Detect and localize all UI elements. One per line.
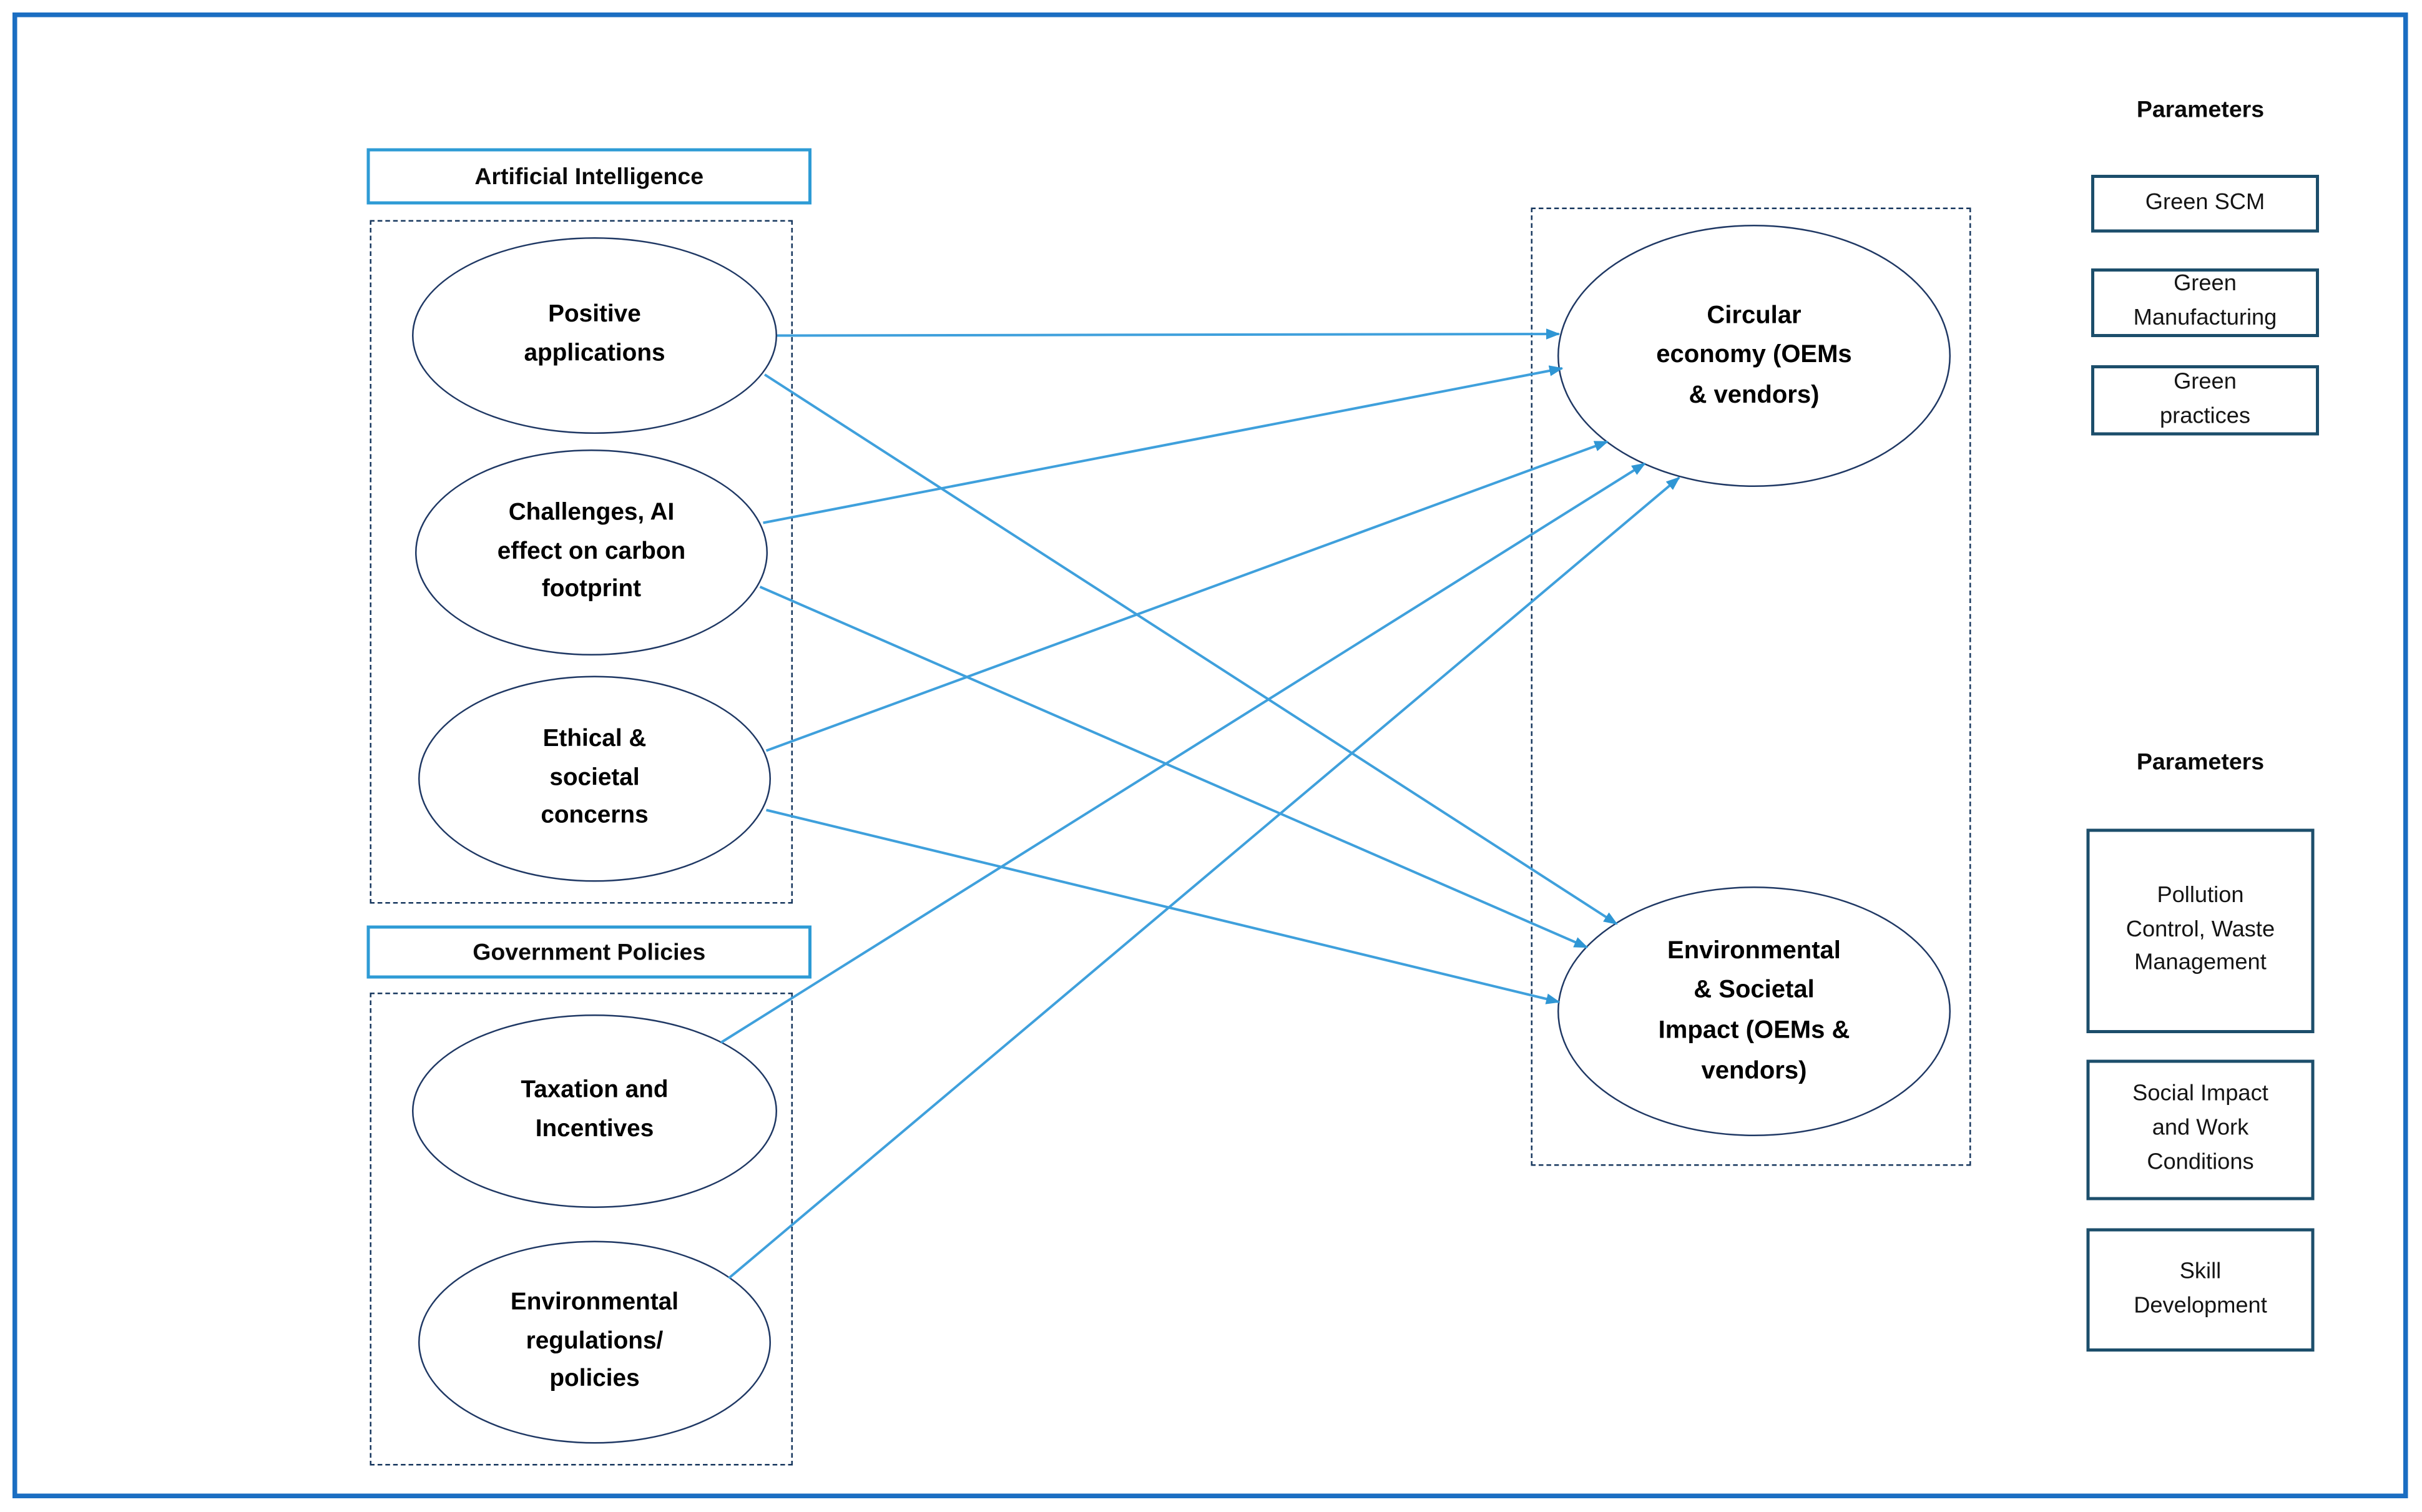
parameters-title-top: Parameters: [2136, 97, 2265, 124]
group-label-text: Artificial Intelligence: [474, 163, 704, 190]
node-environmental-regulations-policies: Environmental regulations/policies: [418, 1240, 771, 1444]
text-line: effect on carbon: [497, 538, 686, 564]
text-line: regulations/: [526, 1327, 664, 1354]
text-line: Green: [2174, 369, 2237, 395]
text-line: Positive: [548, 302, 641, 328]
text-line: applications: [524, 340, 665, 367]
text-line: economy (OEMs: [1656, 342, 1852, 369]
text-line: Manufacturing: [2133, 306, 2277, 331]
text-line: Environmental: [1667, 938, 1841, 965]
parameters-title-bottom: Parameters: [2136, 749, 2265, 776]
text-line: Green SCM: [2145, 190, 2265, 215]
text-line: Impact (OEMs &: [1658, 1018, 1850, 1044]
text-line: Ethical &: [542, 725, 647, 752]
param-box-green-scm: Green SCM: [2091, 175, 2319, 233]
text-line: vendors): [1701, 1057, 1807, 1084]
text-line: concerns: [541, 802, 649, 830]
text-line: policies: [549, 1366, 640, 1393]
text-line: Social Impact: [2132, 1082, 2268, 1107]
text-line: Environmental: [510, 1289, 679, 1315]
param-box-green-practices: Green practices: [2091, 365, 2319, 436]
text-line: Management: [2134, 951, 2267, 976]
node-ethical-societal-concerns: Ethical & societal concerns: [418, 675, 771, 882]
text-line: Conditions: [2147, 1150, 2254, 1176]
node-positive-applications: Positive applications: [412, 237, 777, 434]
text-line: Control, Waste: [2125, 917, 2275, 943]
text-line: Incentives: [535, 1116, 654, 1143]
text-line: Pollution: [2157, 883, 2244, 908]
text-line: practices: [2159, 403, 2251, 429]
node-challenges-ai-carbon-footprint: Challenges, AI effect on carbon footprint: [415, 449, 768, 655]
text-line: & Societal: [1694, 978, 1815, 1004]
group-label-text: Government Policies: [473, 938, 706, 966]
group-label-artificial-intelligence: Artificial Intelligence: [366, 148, 811, 205]
text-line: Skill: [2179, 1259, 2222, 1284]
text-line: Taxation and: [521, 1077, 669, 1104]
text-line: Challenges, AI: [508, 499, 675, 526]
node-circular-economy: Circular economy (OEMs & vendors): [1557, 225, 1951, 487]
text-line: Development: [2134, 1293, 2267, 1318]
text-line: Circular: [1707, 302, 1802, 329]
text-line: societal: [549, 763, 640, 791]
text-line: footprint: [541, 576, 642, 603]
text-line: Green: [2174, 272, 2237, 297]
text-line: & vendors): [1689, 381, 1820, 409]
group-label-government-policies: Government Policies: [366, 925, 811, 979]
text-line: and Work: [2152, 1116, 2249, 1141]
